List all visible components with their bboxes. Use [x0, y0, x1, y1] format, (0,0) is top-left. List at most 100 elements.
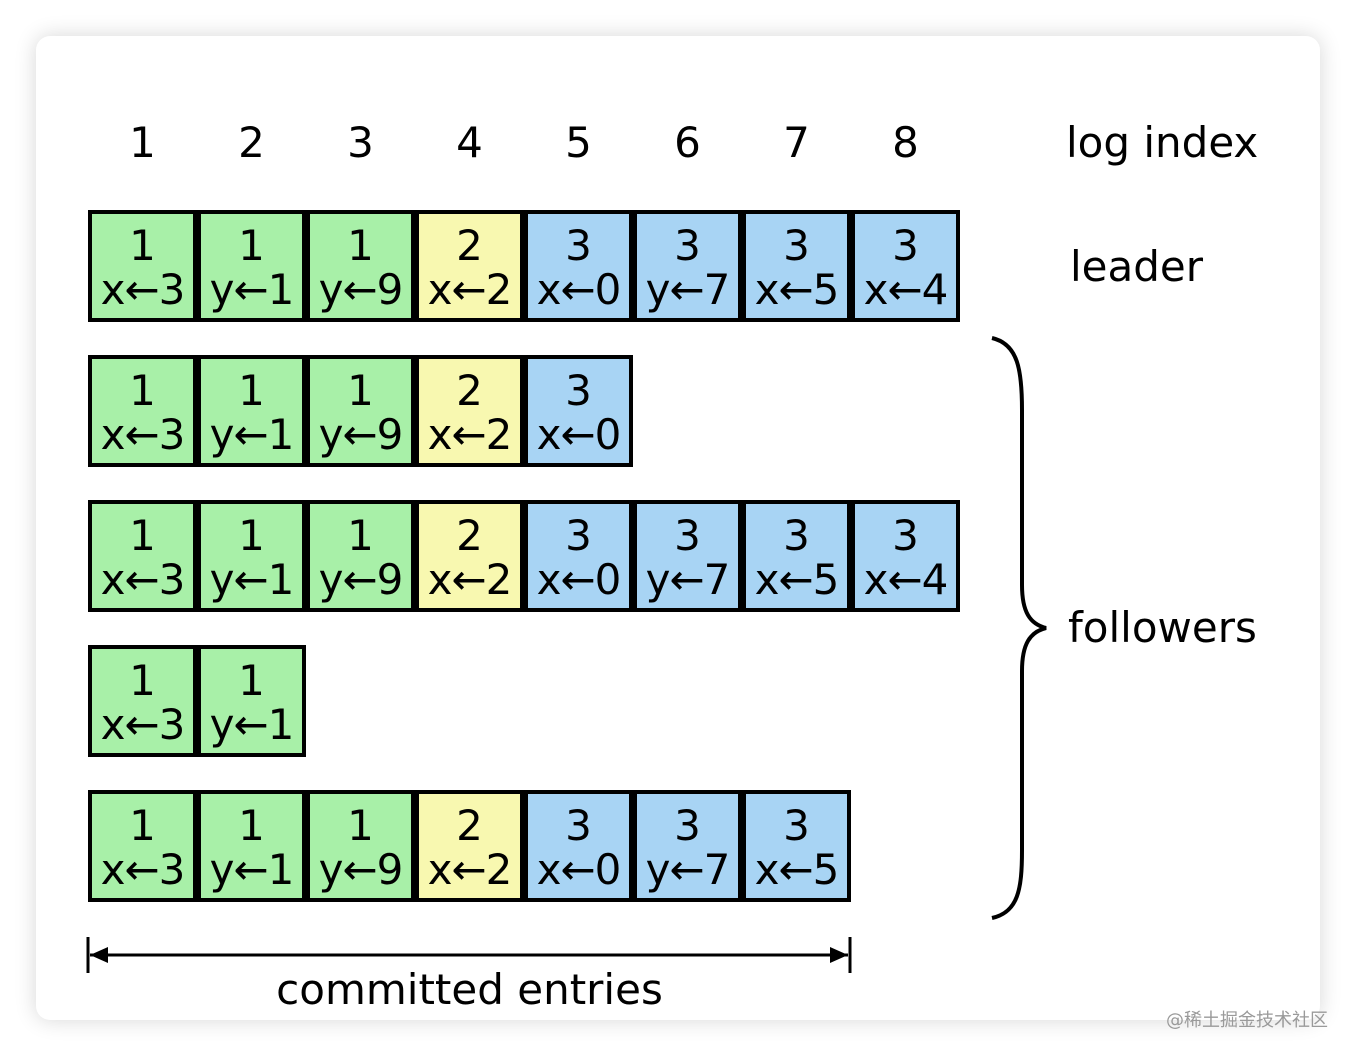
entry-command: x←0 — [536, 845, 622, 894]
entry-term: 2 — [456, 511, 483, 560]
entry-command: y←1 — [209, 845, 295, 894]
entry-command: y←9 — [318, 265, 404, 314]
committed-entries-arrow — [86, 937, 852, 973]
entry-command: x←2 — [427, 265, 513, 314]
entry-term: 2 — [456, 801, 483, 850]
entry-command: y←1 — [209, 410, 295, 459]
entry-command: x←3 — [100, 845, 186, 894]
followers-label: followers — [1068, 603, 1257, 652]
entry-term: 3 — [783, 221, 810, 270]
entry-command: y←1 — [209, 555, 295, 604]
entry-command: y←7 — [645, 845, 731, 894]
entry-term: 3 — [674, 511, 701, 560]
log-index-6: 6 — [674, 118, 701, 167]
entry-command: x←3 — [100, 700, 186, 749]
leader-label: leader — [1070, 242, 1204, 291]
entry-command: y←1 — [209, 700, 295, 749]
entry-command: x←5 — [754, 845, 840, 894]
entry-term: 3 — [674, 801, 701, 850]
entry-term: 3 — [783, 511, 810, 560]
entry-term: 3 — [565, 366, 592, 415]
entry-term: 3 — [892, 511, 919, 560]
entry-term: 3 — [892, 221, 919, 270]
entry-term: 1 — [129, 656, 156, 705]
entry-term: 3 — [565, 801, 592, 850]
log-index-5: 5 — [565, 118, 592, 167]
entry-term: 3 — [674, 221, 701, 270]
entry-term: 1 — [129, 366, 156, 415]
entry-command: y←7 — [645, 555, 731, 604]
entry-term: 1 — [129, 221, 156, 270]
log-index-1: 1 — [129, 118, 156, 167]
entry-term: 3 — [565, 221, 592, 270]
entry-command: x←0 — [536, 555, 622, 604]
log-index-7: 7 — [783, 118, 810, 167]
entry-command: x←2 — [427, 845, 513, 894]
entry-term: 1 — [347, 511, 374, 560]
entry-command: x←4 — [863, 265, 949, 314]
entry-command: x←5 — [754, 265, 840, 314]
log-index-2: 2 — [238, 118, 265, 167]
entry-term: 3 — [783, 801, 810, 850]
entry-command: x←0 — [536, 410, 622, 459]
followers-brace — [991, 336, 1047, 920]
committed-left-arrowhead — [90, 947, 108, 963]
committed-entries-label: committed entries — [276, 965, 663, 1014]
entry-term: 1 — [238, 511, 265, 560]
log-index-4: 4 — [456, 118, 483, 167]
entry-command: x←3 — [100, 410, 186, 459]
entry-command: y←9 — [318, 845, 404, 894]
entry-command: y←1 — [209, 265, 295, 314]
entry-term: 1 — [347, 221, 374, 270]
entry-term: 2 — [456, 366, 483, 415]
entry-term: 1 — [238, 366, 265, 415]
entry-term: 3 — [565, 511, 592, 560]
entry-term: 1 — [347, 366, 374, 415]
entry-term: 1 — [238, 221, 265, 270]
entry-command: y←7 — [645, 265, 731, 314]
log-index-label: log index — [1066, 118, 1259, 167]
entry-term: 1 — [129, 511, 156, 560]
entry-term: 2 — [456, 221, 483, 270]
entry-command: x←2 — [427, 410, 513, 459]
entry-term: 1 — [347, 801, 374, 850]
entry-command: x←5 — [754, 555, 840, 604]
entry-command: x←3 — [100, 555, 186, 604]
entry-term: 1 — [238, 656, 265, 705]
log-index-3: 3 — [347, 118, 374, 167]
entry-command: x←4 — [863, 555, 949, 604]
entry-command: x←3 — [100, 265, 186, 314]
log-index-8: 8 — [892, 118, 919, 167]
